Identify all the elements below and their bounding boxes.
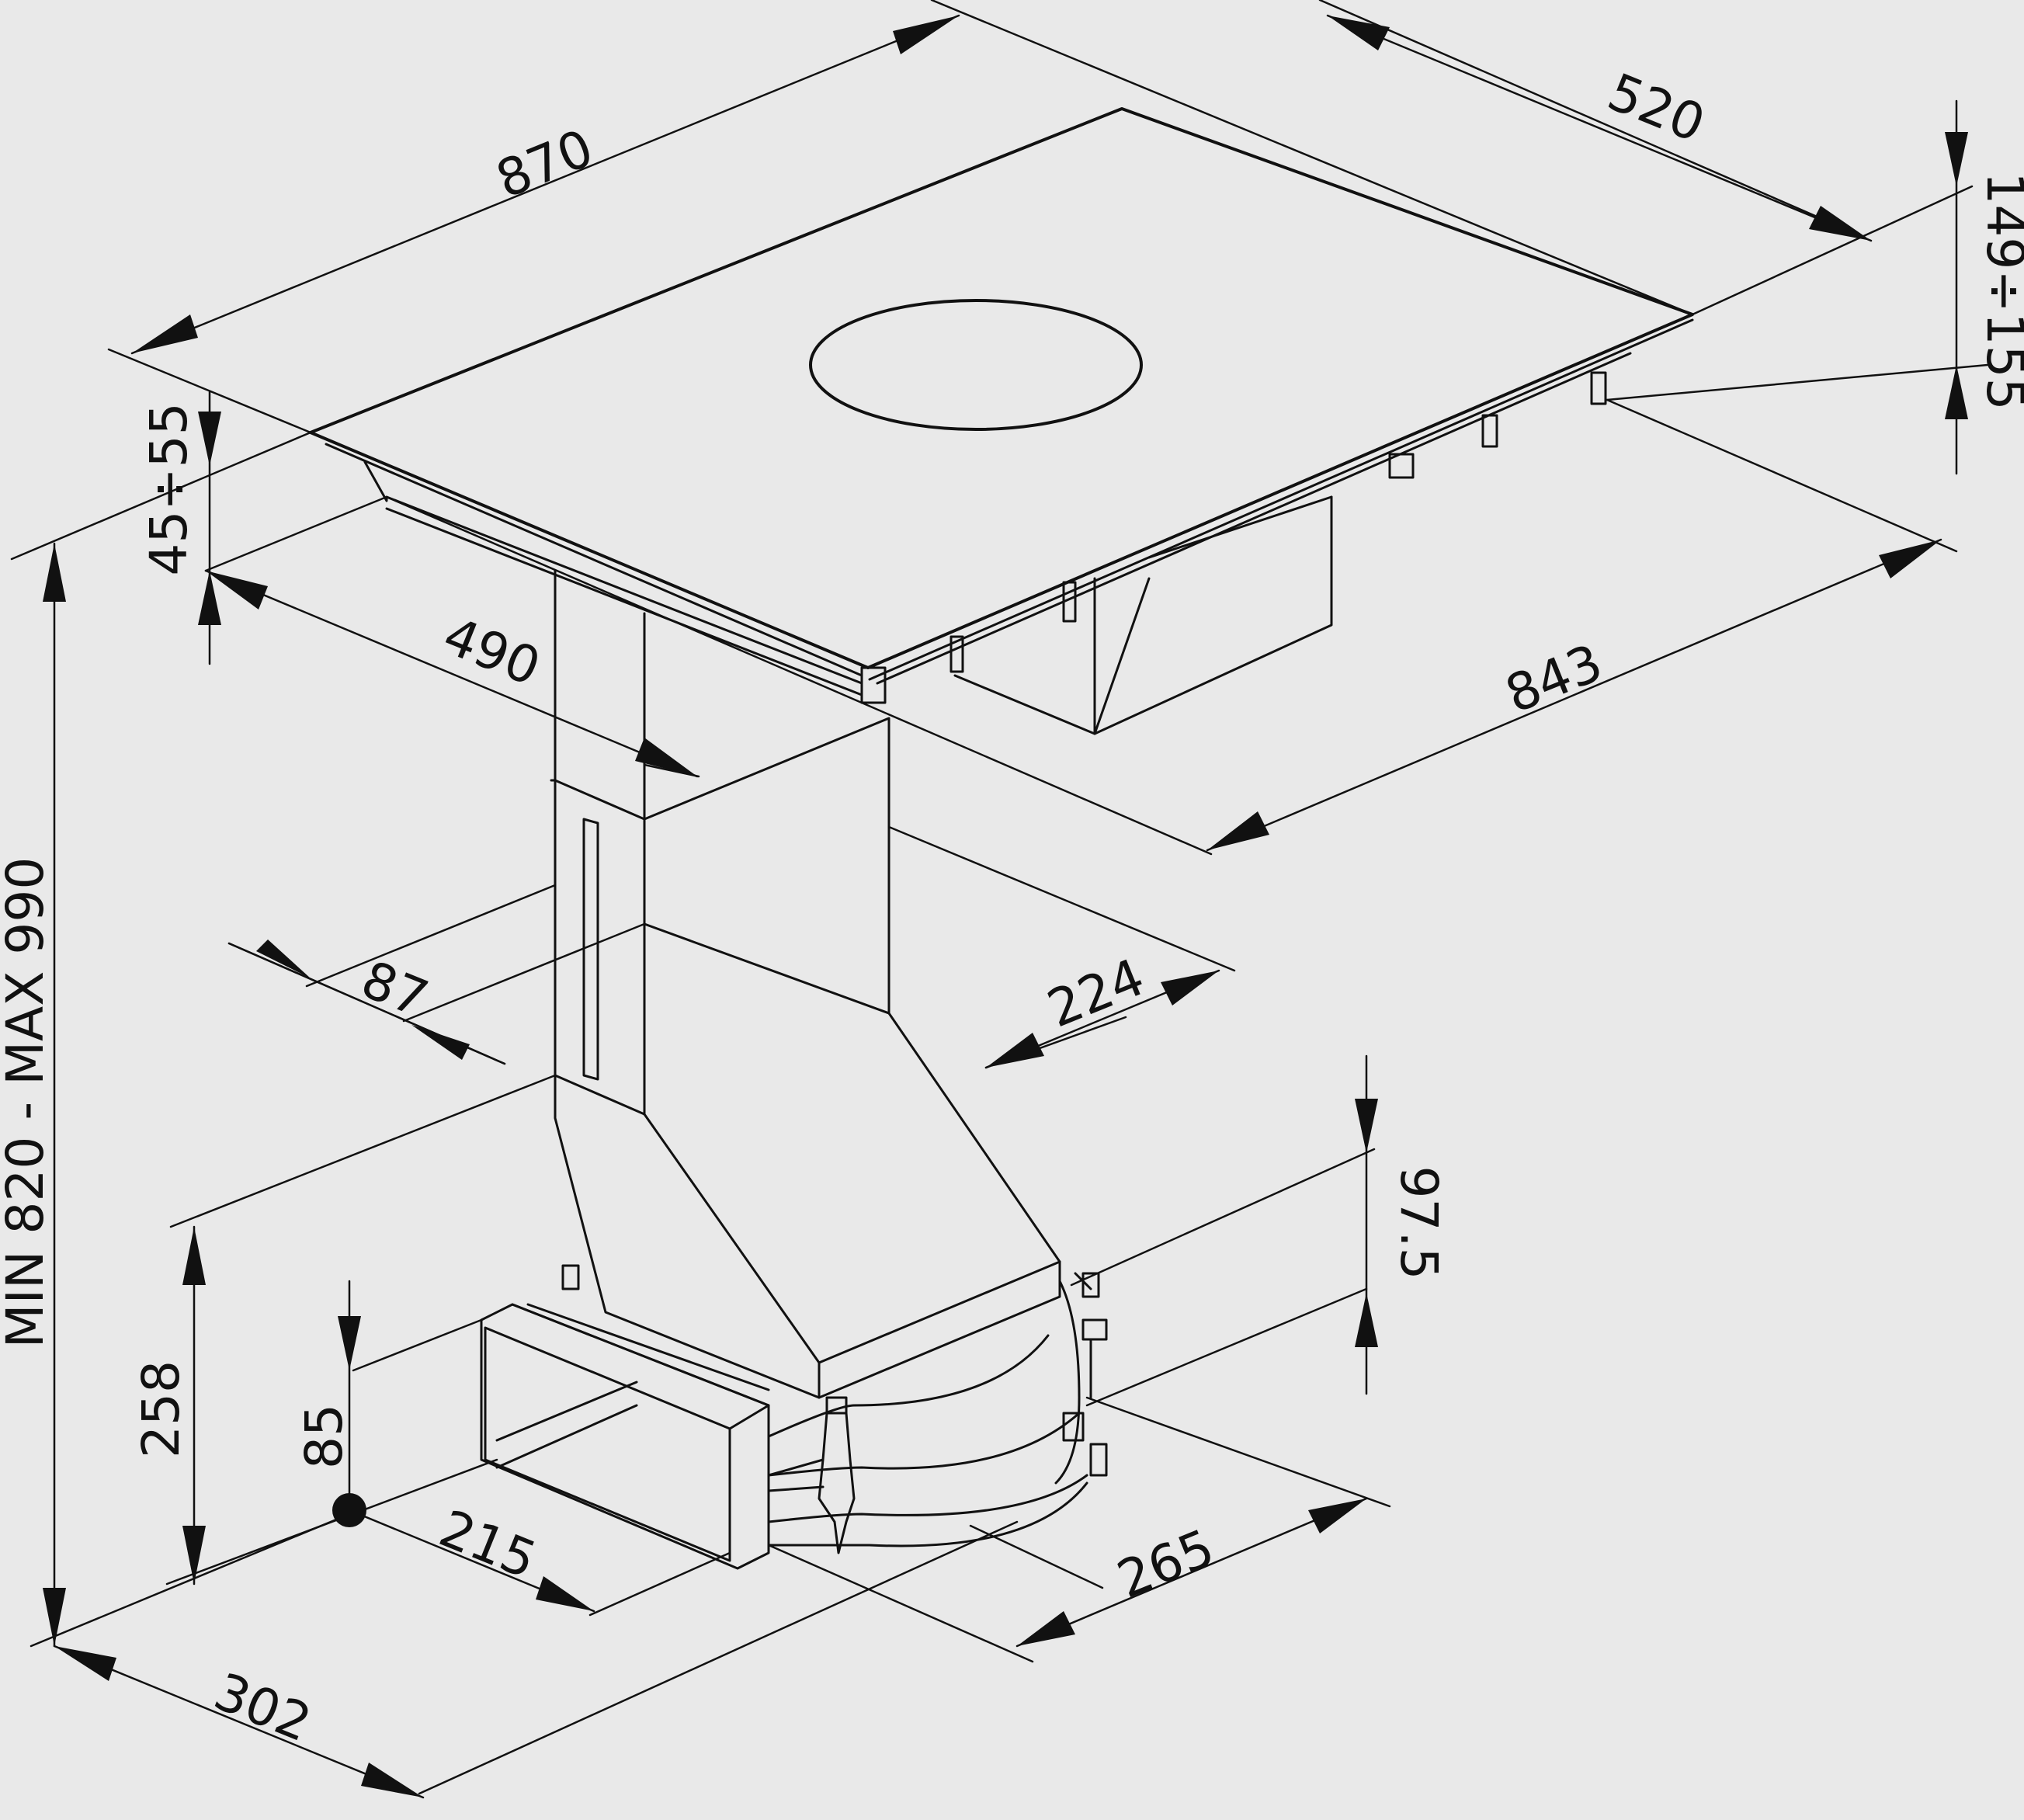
round-outlet-connector [767,1272,1108,1554]
dimension-lines [43,14,1968,1799]
label-843: 843 [1498,633,1611,725]
dimension-labels: 870 520 149÷155 45÷55 490 843 87 224 MIN… [0,62,2024,1754]
label-258: 258 [131,1360,191,1458]
label-302: 302 [207,1662,320,1754]
reference-point [332,1493,366,1527]
label-85: 85 [294,1404,354,1469]
rectangular-outlet [480,1264,770,1570]
hob-housing [363,352,1632,735]
label-45-55: 45÷55 [139,402,199,575]
extraction-vent [809,299,1143,431]
vertical-duct [550,569,890,1116]
label-215: 215 [432,1499,545,1591]
label-490: 490 [436,606,549,698]
extension-lines [10,0,1989,1795]
label-520: 520 [1600,62,1713,155]
label-97-5: 97.5 [1389,1166,1449,1280]
duct-transition [554,1012,1061,1399]
label-149-155: 149÷155 [1975,172,2024,410]
label-224: 224 [1040,947,1153,1040]
label-min-max-height: MIN 820 - MAX 990 [0,857,55,1349]
label-265: 265 [1109,1518,1223,1610]
label-870: 870 [488,118,602,210]
